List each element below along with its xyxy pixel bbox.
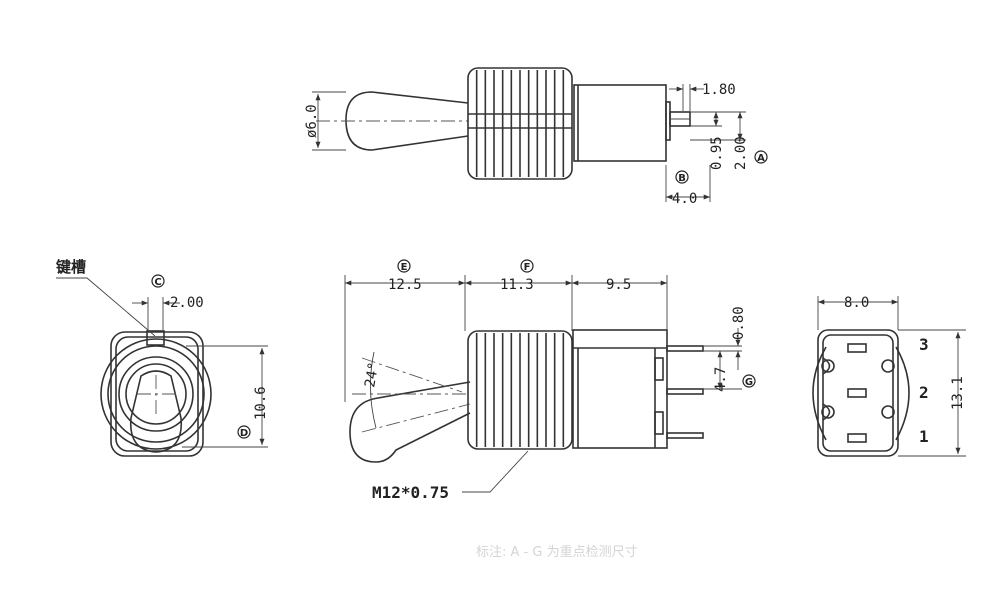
- marker-a-icon: [754, 150, 768, 164]
- marker-f-icon: [520, 259, 534, 273]
- top-bushing-threads: [475, 70, 565, 177]
- marker-g-label: G: [745, 377, 753, 388]
- dim-bottom-height: 13.1: [950, 376, 966, 410]
- side-lever: [349, 381, 471, 463]
- end-keyway-slot: [146, 330, 165, 346]
- side-view: 24° 12.5 11.3 9.5 0.80 4.7: [344, 259, 756, 502]
- bottom-arc-left: [812, 346, 827, 441]
- dim-top-diameter: ø6.0: [304, 104, 320, 138]
- marker-b-icon: [675, 170, 689, 184]
- pin-top: [666, 345, 704, 352]
- top-view: ø6.0 1.80 0.95 2.00 4.0 A B: [304, 67, 768, 207]
- bottom-housing: [817, 329, 899, 457]
- pin-label-1: 1: [919, 427, 929, 446]
- top-bushing: [467, 67, 573, 180]
- dim-bottom-width: 8.0: [844, 295, 869, 311]
- top-lever: [345, 91, 469, 151]
- bottom-arc-right: [895, 346, 910, 441]
- marker-c-icon: [151, 274, 165, 288]
- marker-e-icon: [397, 259, 411, 273]
- dim-side-body: 9.5: [606, 277, 631, 293]
- bottom-view: 8.0 13.1 3 2 1: [812, 295, 966, 457]
- marker-g-icon: [742, 374, 756, 388]
- dim-end-slot: 2.00: [170, 295, 204, 311]
- side-angle-label: 24°: [362, 361, 382, 389]
- dim-end-height: 10.6: [253, 386, 269, 420]
- dim-side-pin-thick: 0.80: [731, 306, 747, 340]
- marker-b-label: B: [678, 173, 686, 184]
- end-bushing-outer: [100, 338, 212, 450]
- marker-a-label: A: [757, 153, 765, 164]
- marker-d-label: D: [240, 428, 248, 439]
- marker-f-label: F: [524, 262, 531, 273]
- pin-label-2: 2: [919, 383, 929, 402]
- dim-top-terminal: 0.95: [709, 136, 725, 170]
- pin-bottom: [666, 432, 704, 439]
- top-body: [573, 84, 667, 162]
- pin-middle: [666, 388, 704, 395]
- dim-top-height: 2.00: [733, 136, 749, 170]
- slot-pin-2: [847, 388, 867, 398]
- marker-c-label: C: [154, 277, 161, 288]
- marker-e-label: E: [401, 262, 408, 273]
- slot-pin-3: [847, 343, 867, 353]
- keyway-label: 键槽: [55, 258, 86, 276]
- dim-side-pin-pitch: 4.7: [713, 367, 729, 392]
- slot-pin-1: [847, 433, 867, 443]
- end-view: 键槽 2.00 10.6 C D: [55, 258, 269, 457]
- dim-top-length: 4.0: [672, 191, 697, 207]
- pin-label-3: 3: [919, 335, 929, 354]
- side-bushing-threads: [475, 333, 565, 447]
- dim-side-lever: 12.5: [388, 277, 422, 293]
- end-lever: [129, 370, 183, 453]
- marker-d-icon: [237, 425, 251, 439]
- thread-spec-label: M12*0.75: [372, 483, 449, 502]
- end-housing: [110, 331, 204, 457]
- side-bushing: [467, 330, 573, 450]
- dim-side-bushing: 11.3: [500, 277, 534, 293]
- dim-top-width: 1.80: [702, 82, 736, 98]
- footnote: 标注: A - G 为重点检测尺寸: [476, 544, 638, 560]
